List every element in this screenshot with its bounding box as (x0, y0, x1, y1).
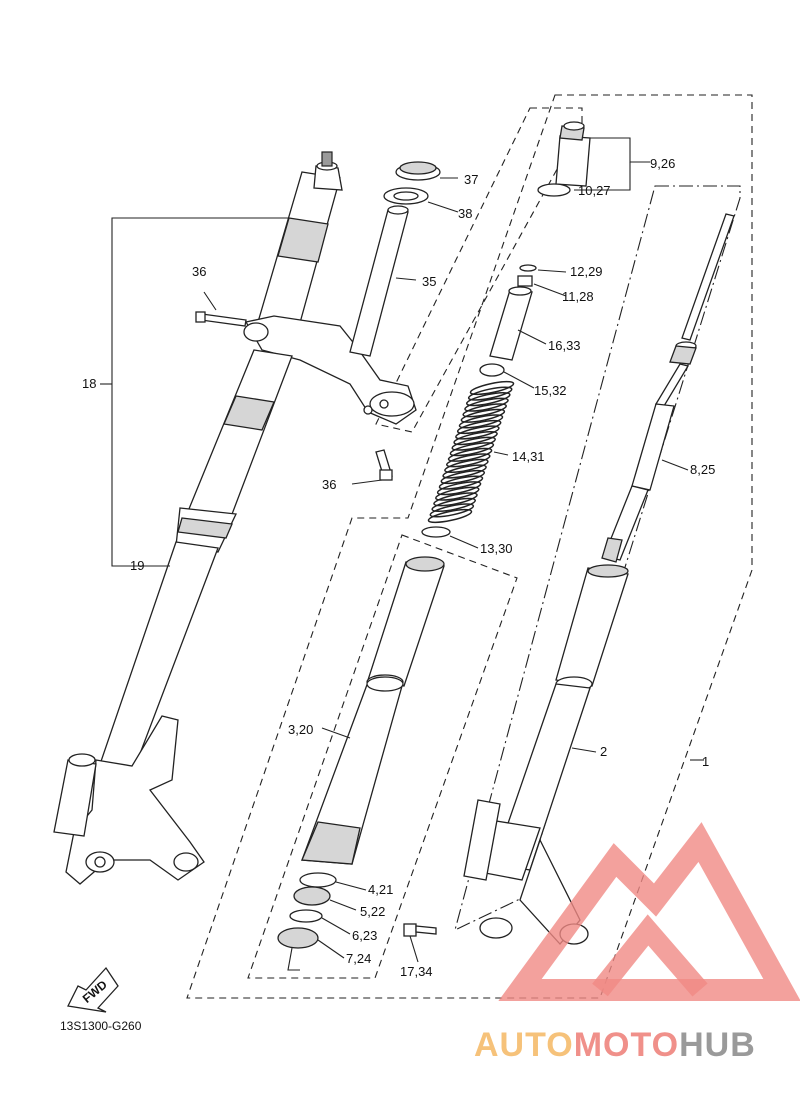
callout-18: 18 (82, 376, 96, 391)
spring-coil (467, 386, 513, 401)
leader-18-19 (111, 217, 290, 567)
spring-coil (451, 436, 496, 451)
diagram-code: 13S1300-G260 (60, 1019, 142, 1033)
spring-coil (466, 392, 511, 407)
spring-coil (429, 503, 475, 518)
watermark-triangle (498, 822, 800, 1001)
spring-coil (438, 475, 484, 490)
callout-37: 37 (464, 172, 478, 187)
spring-coil (453, 431, 498, 446)
callout-9-26: 9,26 (650, 156, 675, 171)
callout-11-28: 11,28 (562, 289, 594, 304)
callout-5-22: 5,22 (360, 904, 385, 919)
callout-7-24: 7,24 (346, 951, 371, 966)
callout-17-34: 17,34 (400, 964, 433, 979)
inner-tube (301, 556, 445, 865)
callout-10-27: 10,27 (578, 183, 611, 198)
callout-36-top: 36 (192, 264, 206, 279)
spring-coil (469, 380, 515, 396)
callout-19: 19 (130, 558, 144, 573)
spring-coil (433, 492, 478, 507)
callout-38: 38 (458, 206, 472, 221)
callout-15-32: 15,32 (534, 383, 567, 398)
spring-coil (446, 453, 491, 468)
part-37-38 (203, 161, 459, 311)
callout-4-21: 4,21 (368, 882, 393, 897)
spring-coil (435, 486, 480, 501)
spring-coil (449, 442, 495, 457)
callout-3-20: 3,20 (288, 722, 313, 737)
watermark-text: AUTOMOTOHUB (474, 1026, 756, 1064)
fwd-arrow: FWD (67, 966, 119, 1013)
watermark-hub: HUB (679, 1026, 756, 1064)
callout-6-23: 6,23 (352, 928, 377, 943)
spring-coil (436, 481, 482, 496)
spring-coil (456, 419, 502, 435)
spring-coil (427, 508, 473, 524)
spring-coil (440, 469, 486, 485)
boundary-outer (186, 94, 753, 999)
spring-coil (458, 414, 504, 429)
spring-coil (462, 403, 507, 418)
callout-36-bottom: 36 (322, 477, 336, 492)
boundary-inner-tube (247, 534, 518, 979)
watermark-moto: MOTO (574, 1026, 679, 1064)
bolt-36-lower (351, 449, 393, 485)
spring-coil (460, 408, 506, 423)
bolt-17 (403, 923, 437, 963)
cap-assembly (479, 121, 650, 389)
callout-8-25: 8,25 (690, 462, 715, 477)
callout-12-29: 12,29 (570, 264, 603, 279)
callout-16-33: 16,33 (548, 338, 581, 353)
watermark-auto: AUTO (474, 1026, 574, 1064)
spring-coil (442, 464, 487, 479)
spring-coil (447, 447, 493, 462)
spring-coil (444, 458, 489, 473)
callout-13-30: 13,30 (480, 541, 513, 556)
callout-14-31: 14,31 (512, 449, 545, 464)
callout-35: 35 (422, 274, 436, 289)
callout-2: 2 (600, 744, 607, 759)
damper-rod (601, 213, 735, 761)
boundary-upper (375, 107, 583, 433)
watermark-logo: AUTOMOTOHUB (474, 822, 800, 1064)
spring-coil (455, 425, 500, 440)
watermark-triangle-inner (592, 914, 708, 997)
assembled-fork (53, 151, 417, 885)
seals (277, 872, 367, 971)
washer-13 (421, 526, 451, 538)
spring-coil (431, 497, 476, 512)
callout-1: 1 (702, 754, 709, 769)
spring-coil (464, 397, 509, 412)
fork-spring (427, 380, 515, 524)
